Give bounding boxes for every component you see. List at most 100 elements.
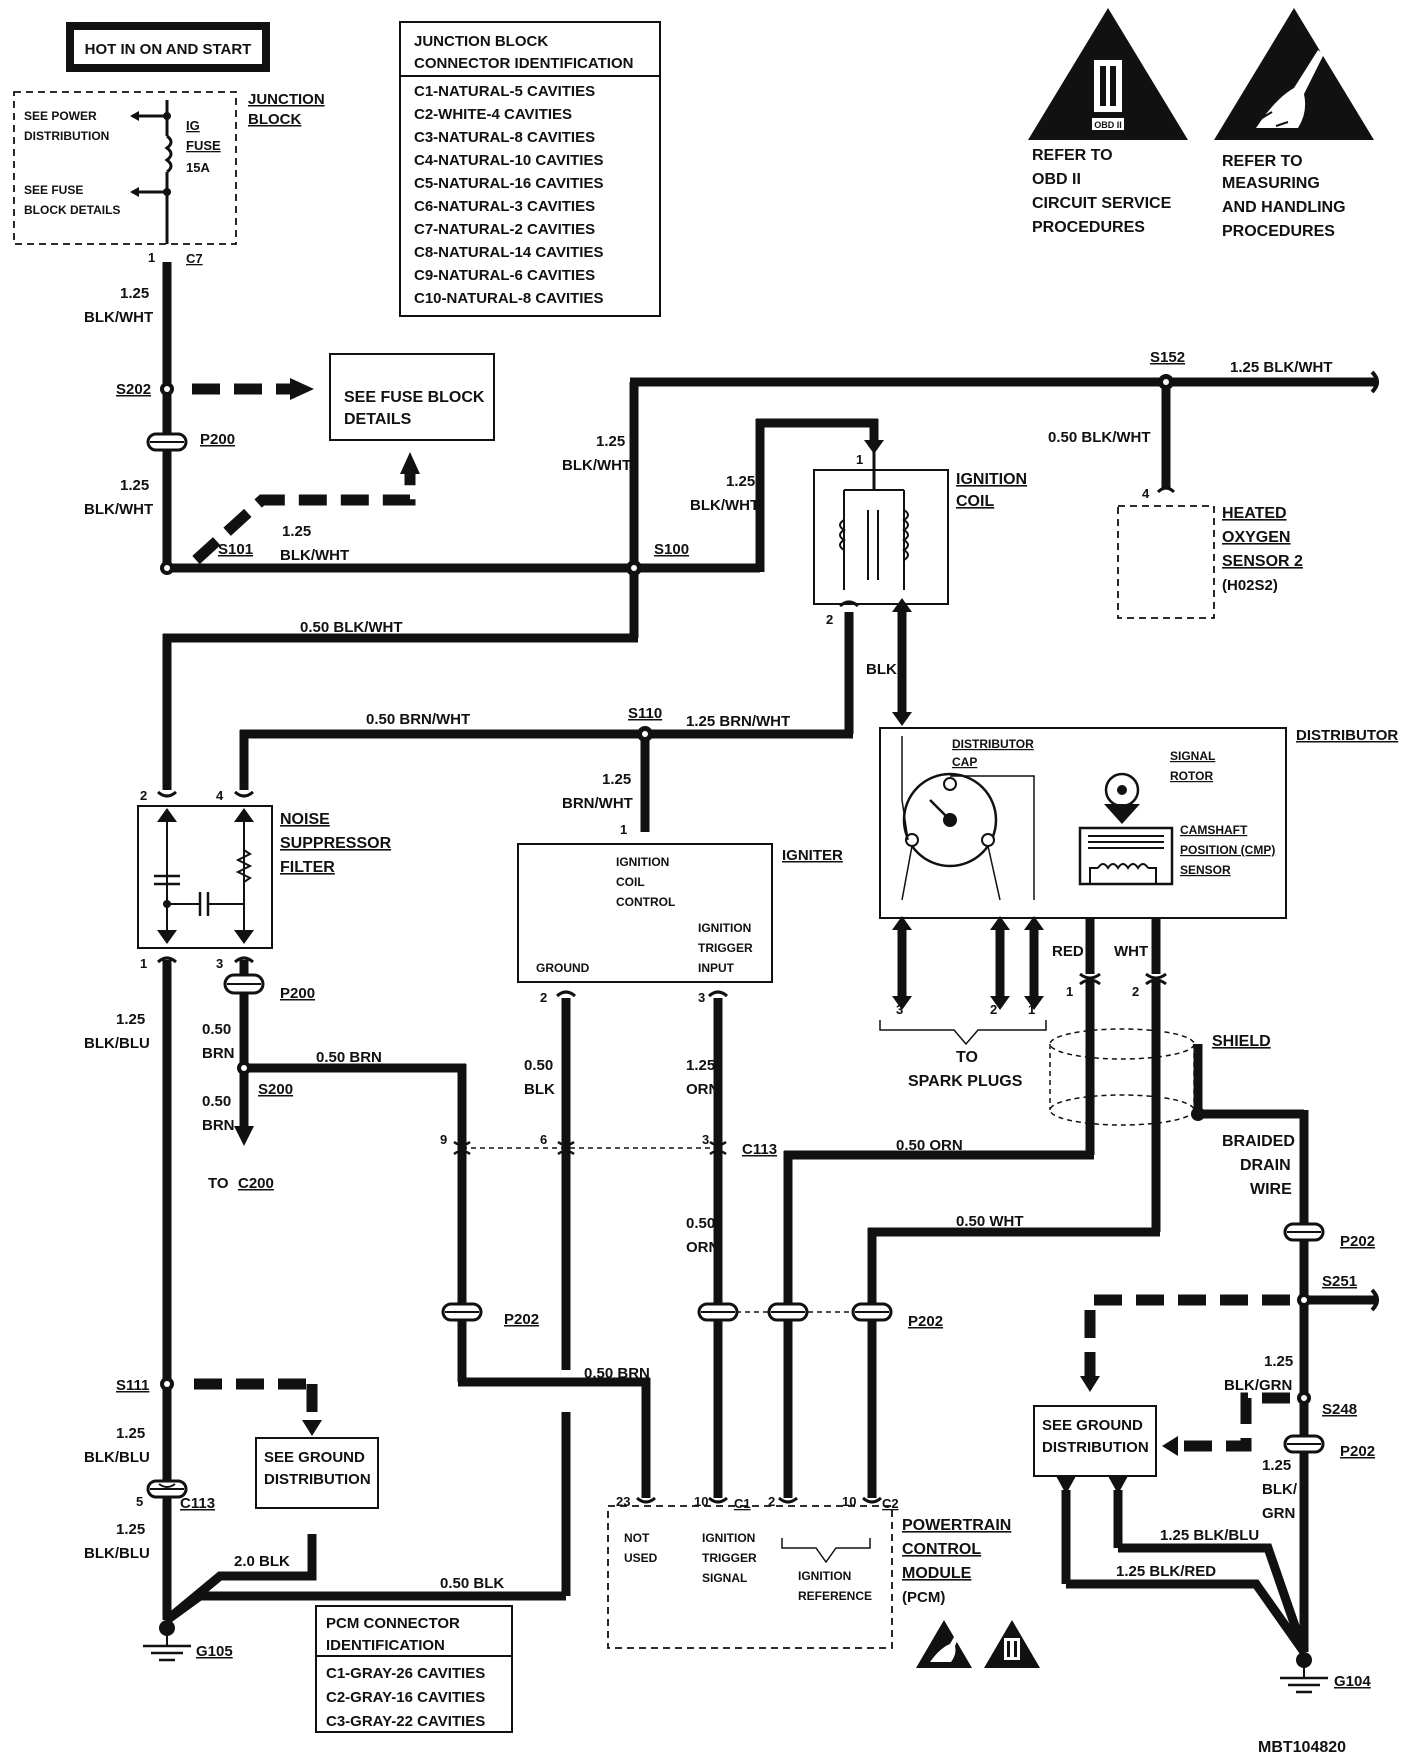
pcm-c2: C2	[882, 1496, 899, 1511]
igniter-coil-ctrl-2: COIL	[616, 875, 645, 889]
ign-pin-2: 2	[540, 990, 547, 1005]
wire-label: ORN	[686, 1239, 719, 1256]
junction-block-title-2: BLOCK	[248, 111, 301, 128]
ground-right-1: SEE GROUND	[1042, 1417, 1143, 1434]
igniter-trigger-3: INPUT	[698, 961, 735, 975]
s248-label: S248	[1322, 1401, 1357, 1418]
wire-label: 1.25 BLK/BLU	[1160, 1527, 1259, 1544]
wire-label: 1.25	[726, 473, 755, 490]
wire-label: 0.50	[524, 1057, 553, 1074]
jb-table-row: C7-NATURAL-2 CAVITIES	[414, 221, 595, 238]
c200-label: C200	[238, 1175, 274, 1192]
see-fuse-block-box[interactable]	[329, 353, 495, 441]
see-fuse-1: SEE FUSE	[24, 183, 83, 197]
see-power-2: DISTRIBUTION	[24, 129, 109, 143]
s110-label: S110	[628, 705, 662, 722]
wire-label: 0.50 BLK/WHT	[300, 619, 403, 636]
wire-label: 1.25	[116, 1425, 145, 1442]
s101-label: S101	[218, 541, 253, 558]
wire-label: 0.50	[202, 1021, 231, 1038]
s152-label: S152	[1150, 349, 1185, 366]
jb-table-row: C2-WHITE-4 CAVITIES	[414, 106, 572, 123]
wire-label: 1.25	[1262, 1457, 1291, 1474]
sp-pin-2: 2	[990, 1002, 997, 1017]
pcm-label-2: CONTROL	[902, 1541, 981, 1558]
pcm-label-3: MODULE	[902, 1565, 972, 1582]
jb-table-row: C10-NATURAL-8 CAVITIES	[414, 290, 603, 307]
dist-cap-label-2: CAP	[952, 755, 977, 769]
pcm-pin-10b: 10	[842, 1494, 856, 1509]
dist-cap-label-1: DISTRIBUTOR	[952, 737, 1034, 751]
c113-pin-3: 3	[702, 1132, 709, 1147]
ground-g105-icon	[143, 1620, 191, 1662]
signal-rotor-2: ROTOR	[1170, 769, 1213, 783]
harness-continues-arrows	[234, 370, 1379, 1312]
wire-label: BLK	[524, 1081, 555, 1098]
braided-2: DRAIN	[1240, 1157, 1291, 1174]
obd-small-icon	[984, 1620, 1040, 1668]
igniter-trigger-1: IGNITION	[698, 921, 751, 935]
cmp-connector-1	[1079, 972, 1101, 986]
jb-internal-wiring	[130, 100, 173, 244]
see-ground-distribution-left[interactable]	[255, 1437, 379, 1509]
c113-cavity-marks	[158, 1140, 727, 1488]
obd-badge: OBD II	[1094, 120, 1122, 130]
cmp-pin-1: 1	[1066, 984, 1073, 999]
cmp-label-3: SENSOR	[1180, 863, 1231, 877]
distributor-cap	[901, 736, 1035, 901]
pcm-c1: C1	[734, 1496, 751, 1511]
pcm-table-row: C1-GRAY-26 CAVITIES	[326, 1665, 485, 1682]
c113-mid-label: C113	[742, 1141, 777, 1158]
wire-label: 1.25 BLK/RED	[1116, 1563, 1216, 1580]
reference-arrows	[192, 378, 1290, 1456]
nsf-pin-3: 3	[216, 956, 223, 971]
pcm-reference-2: REFERENCE	[798, 1589, 872, 1603]
wire-label: BRN	[202, 1045, 235, 1062]
pcm-table-row: C2-GRAY-16 CAVITIES	[326, 1689, 485, 1706]
wire-label: 0.50 WHT	[956, 1213, 1024, 1230]
wire-label: 1.25	[686, 1057, 715, 1074]
wire-label: BLK/BLU	[84, 1449, 150, 1466]
pcm-not-used-1: NOT	[624, 1531, 650, 1545]
wire-label: 0.50 BRN/WHT	[366, 711, 470, 728]
esd-warning-icon	[1214, 8, 1374, 140]
obd-text-4: PROCEDURES	[1032, 219, 1145, 236]
pcm-box	[607, 1505, 893, 1649]
see-ground-distribution-right[interactable]	[1033, 1405, 1157, 1477]
wire-label: BRN/WHT	[562, 795, 633, 812]
distributor-label: DISTRIBUTOR	[1296, 727, 1398, 744]
wire-label: WHT	[1114, 943, 1148, 960]
nsf-pin-1: 1	[140, 956, 147, 971]
p202-left-label: P202	[504, 1311, 539, 1328]
igniter-ground: GROUND	[536, 961, 590, 975]
wire-label: BLK/	[1262, 1481, 1298, 1498]
spark-plug-leads	[879, 916, 1047, 1046]
shield-cylinder	[1049, 1028, 1195, 1126]
wire-label: 1.25	[602, 771, 631, 788]
pcm-trigger-2: TRIGGER	[702, 1551, 757, 1565]
wire-label: 0.50 BLK/WHT	[1048, 429, 1151, 446]
p202-right-low-label: P202	[1340, 1443, 1375, 1460]
braided-3: WIRE	[1250, 1181, 1292, 1198]
pcm-pin-2: 2	[768, 1494, 775, 1509]
sp-pin-1: 1	[1028, 1002, 1035, 1017]
wire-label: GRN	[1262, 1505, 1295, 1522]
c113-pin-6: 6	[540, 1132, 547, 1147]
signal-rotor-icon	[1104, 772, 1140, 824]
wire-label: 1.25	[116, 1011, 145, 1028]
wire-label: BLK/WHT	[84, 501, 153, 518]
wire-label: 0.50 BLK	[440, 1575, 504, 1592]
ignition-coil-box	[813, 469, 949, 605]
esd-small-icon	[916, 1620, 972, 1668]
braided-1: BRAIDED	[1222, 1133, 1295, 1150]
cmp-sensor	[1078, 826, 1174, 886]
wire-label: 0.50 BRN	[316, 1049, 382, 1066]
wire-label: 1.25	[120, 285, 149, 302]
obd-text-1: REFER TO	[1032, 147, 1113, 164]
wire-harness	[162, 262, 1378, 1655]
s100-label: S100	[654, 541, 689, 558]
pcm-table-title-1: PCM CONNECTOR	[326, 1615, 460, 1632]
wire-label: 0.50 BRN	[584, 1365, 650, 1382]
jb-table-row: C9-NATURAL-6 CAVITIES	[414, 267, 595, 284]
